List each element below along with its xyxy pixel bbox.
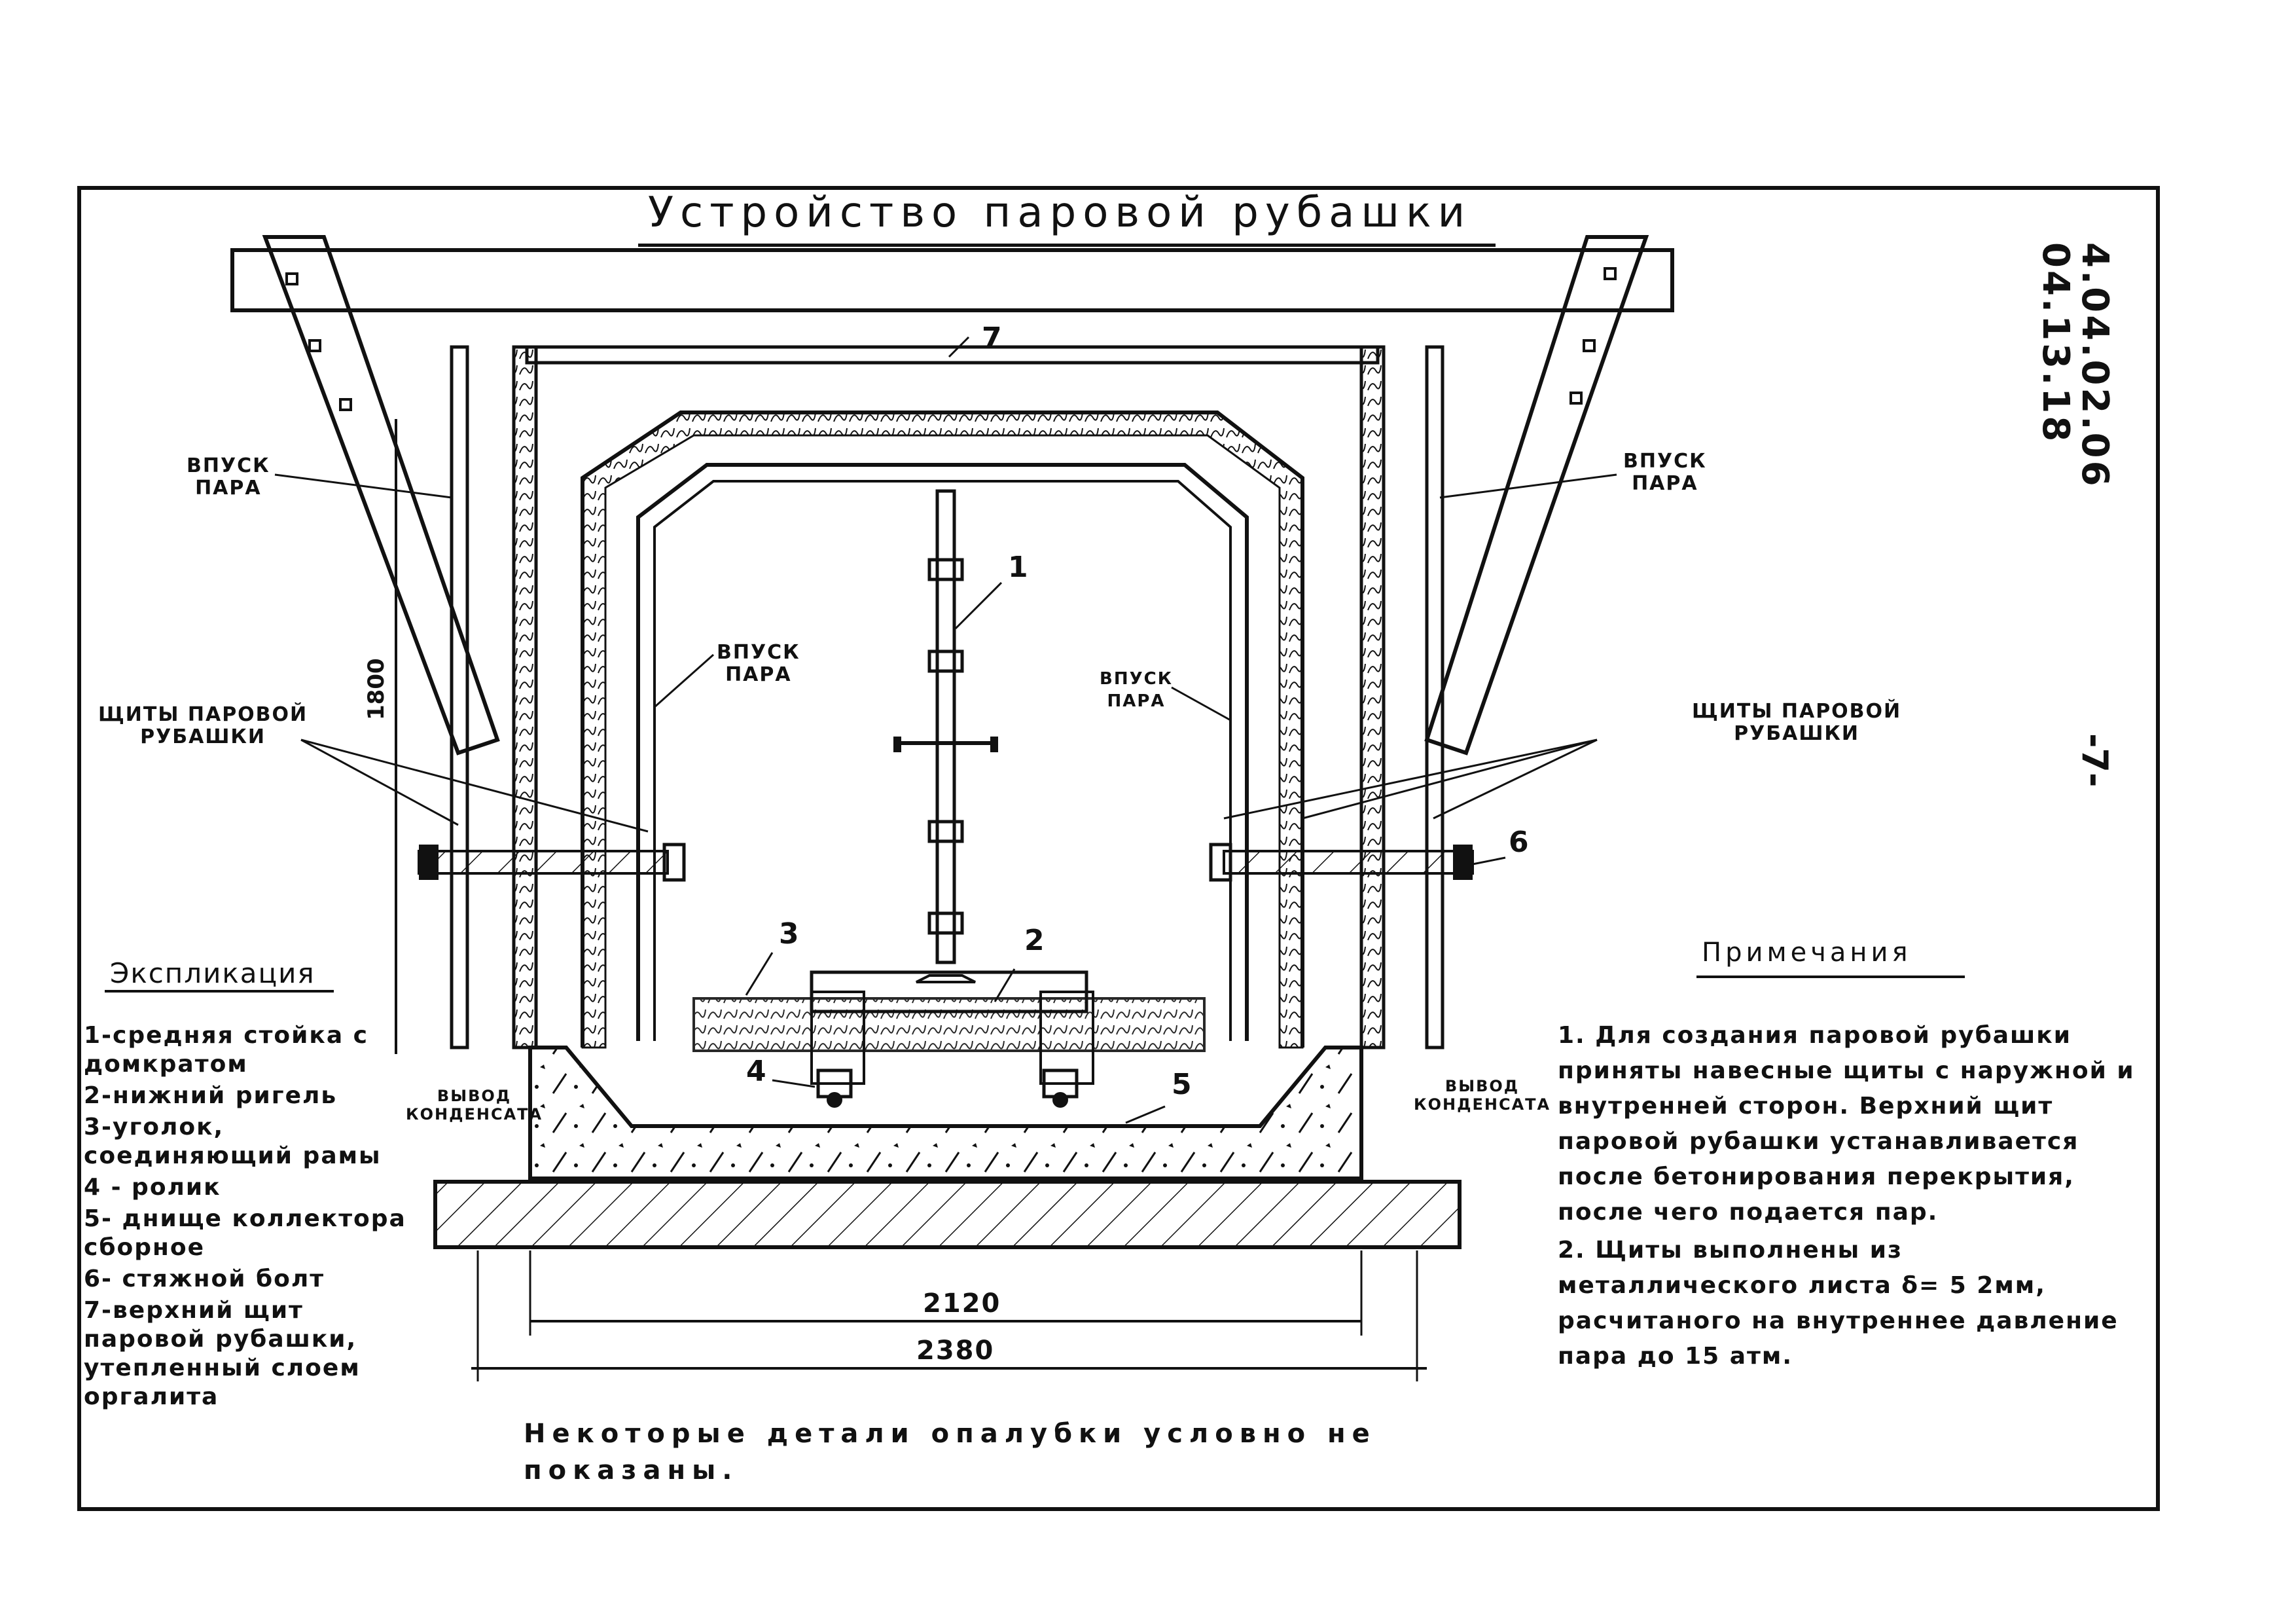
- collector-bottom: [528, 1046, 1363, 1180]
- tie-bolt-left: [418, 843, 686, 882]
- drawing-title: Устройство паровой рубашки: [648, 189, 1472, 237]
- callout-5: 5: [1172, 1068, 1193, 1101]
- legend-heading: Экспликация: [110, 957, 315, 989]
- legend-item: 7-верхний щит паровой рубашки, утепленны…: [84, 1297, 361, 1410]
- legend-item: 2-нижний ригель: [84, 1082, 338, 1109]
- leader-lines: [274, 336, 1617, 1124]
- roller-right: [1042, 1068, 1079, 1108]
- dimension-2120: [529, 1250, 1363, 1336]
- inner-shield-2: [653, 480, 1232, 1041]
- top-beam: [230, 248, 1674, 312]
- central-post-with-jack: [893, 489, 998, 983]
- dimension-label-2380: 2380: [916, 1336, 995, 1366]
- dimension-2380: [471, 1250, 1427, 1381]
- callout-4: 4: [746, 1055, 768, 1088]
- legend-item: 5- днище коллектора сборное: [84, 1205, 406, 1261]
- legend-item: 3-уголок, соединяющий рамы: [84, 1114, 382, 1169]
- bottom-note: Некоторые детали опалубки условно не пок…: [524, 1419, 1376, 1486]
- notes-heading: Примечания: [1702, 938, 1912, 968]
- note-item: 1. Для создания паровой рубашки приняты …: [1558, 1022, 2135, 1226]
- callout-2: 2: [1024, 924, 1046, 957]
- legend-item: 6- стяжной болт: [84, 1266, 325, 1292]
- inner-shield: [636, 463, 1249, 1041]
- roller-left: [816, 1068, 853, 1108]
- right-diagonal-brace: [1424, 235, 1649, 756]
- lower-crossbeam: [692, 970, 1206, 1085]
- notes-list: 1. Для создания паровой рубашки приняты …: [1558, 1018, 2147, 1377]
- dimension-label-2120: 2120: [923, 1288, 1001, 1319]
- title-underline: [638, 244, 1496, 247]
- legend-underline: [105, 990, 334, 993]
- dimension-label-1800: 1800: [363, 658, 389, 720]
- base-slab: [433, 1180, 1462, 1249]
- callout-6: 6: [1509, 826, 1530, 859]
- collector-wall-fill: [581, 411, 1304, 1049]
- callout-3: 3: [779, 917, 800, 951]
- notes-underline: [1696, 976, 1965, 978]
- top-shield: [525, 345, 1380, 365]
- legend-item: 1-средняя стойка с домкратом: [84, 1022, 368, 1078]
- callout-1: 1: [1008, 551, 1030, 584]
- note-item: 2. Щиты выполнены из металлического лист…: [1558, 1237, 2119, 1370]
- legend-list: 1-средняя стойка с домкратом 2-нижний ри…: [84, 1021, 424, 1414]
- drawing-frame: [77, 186, 2160, 1511]
- outer-shield-right: [1359, 345, 1444, 1049]
- legend-item: 4 - ролик: [84, 1174, 221, 1201]
- left-diagonal-brace: [262, 235, 500, 756]
- tie-bolt-right: [1209, 843, 1474, 882]
- outer-shield-left: [450, 345, 538, 1049]
- collector-outer-wall: [581, 410, 1304, 1048]
- callout-7: 7: [982, 321, 1003, 355]
